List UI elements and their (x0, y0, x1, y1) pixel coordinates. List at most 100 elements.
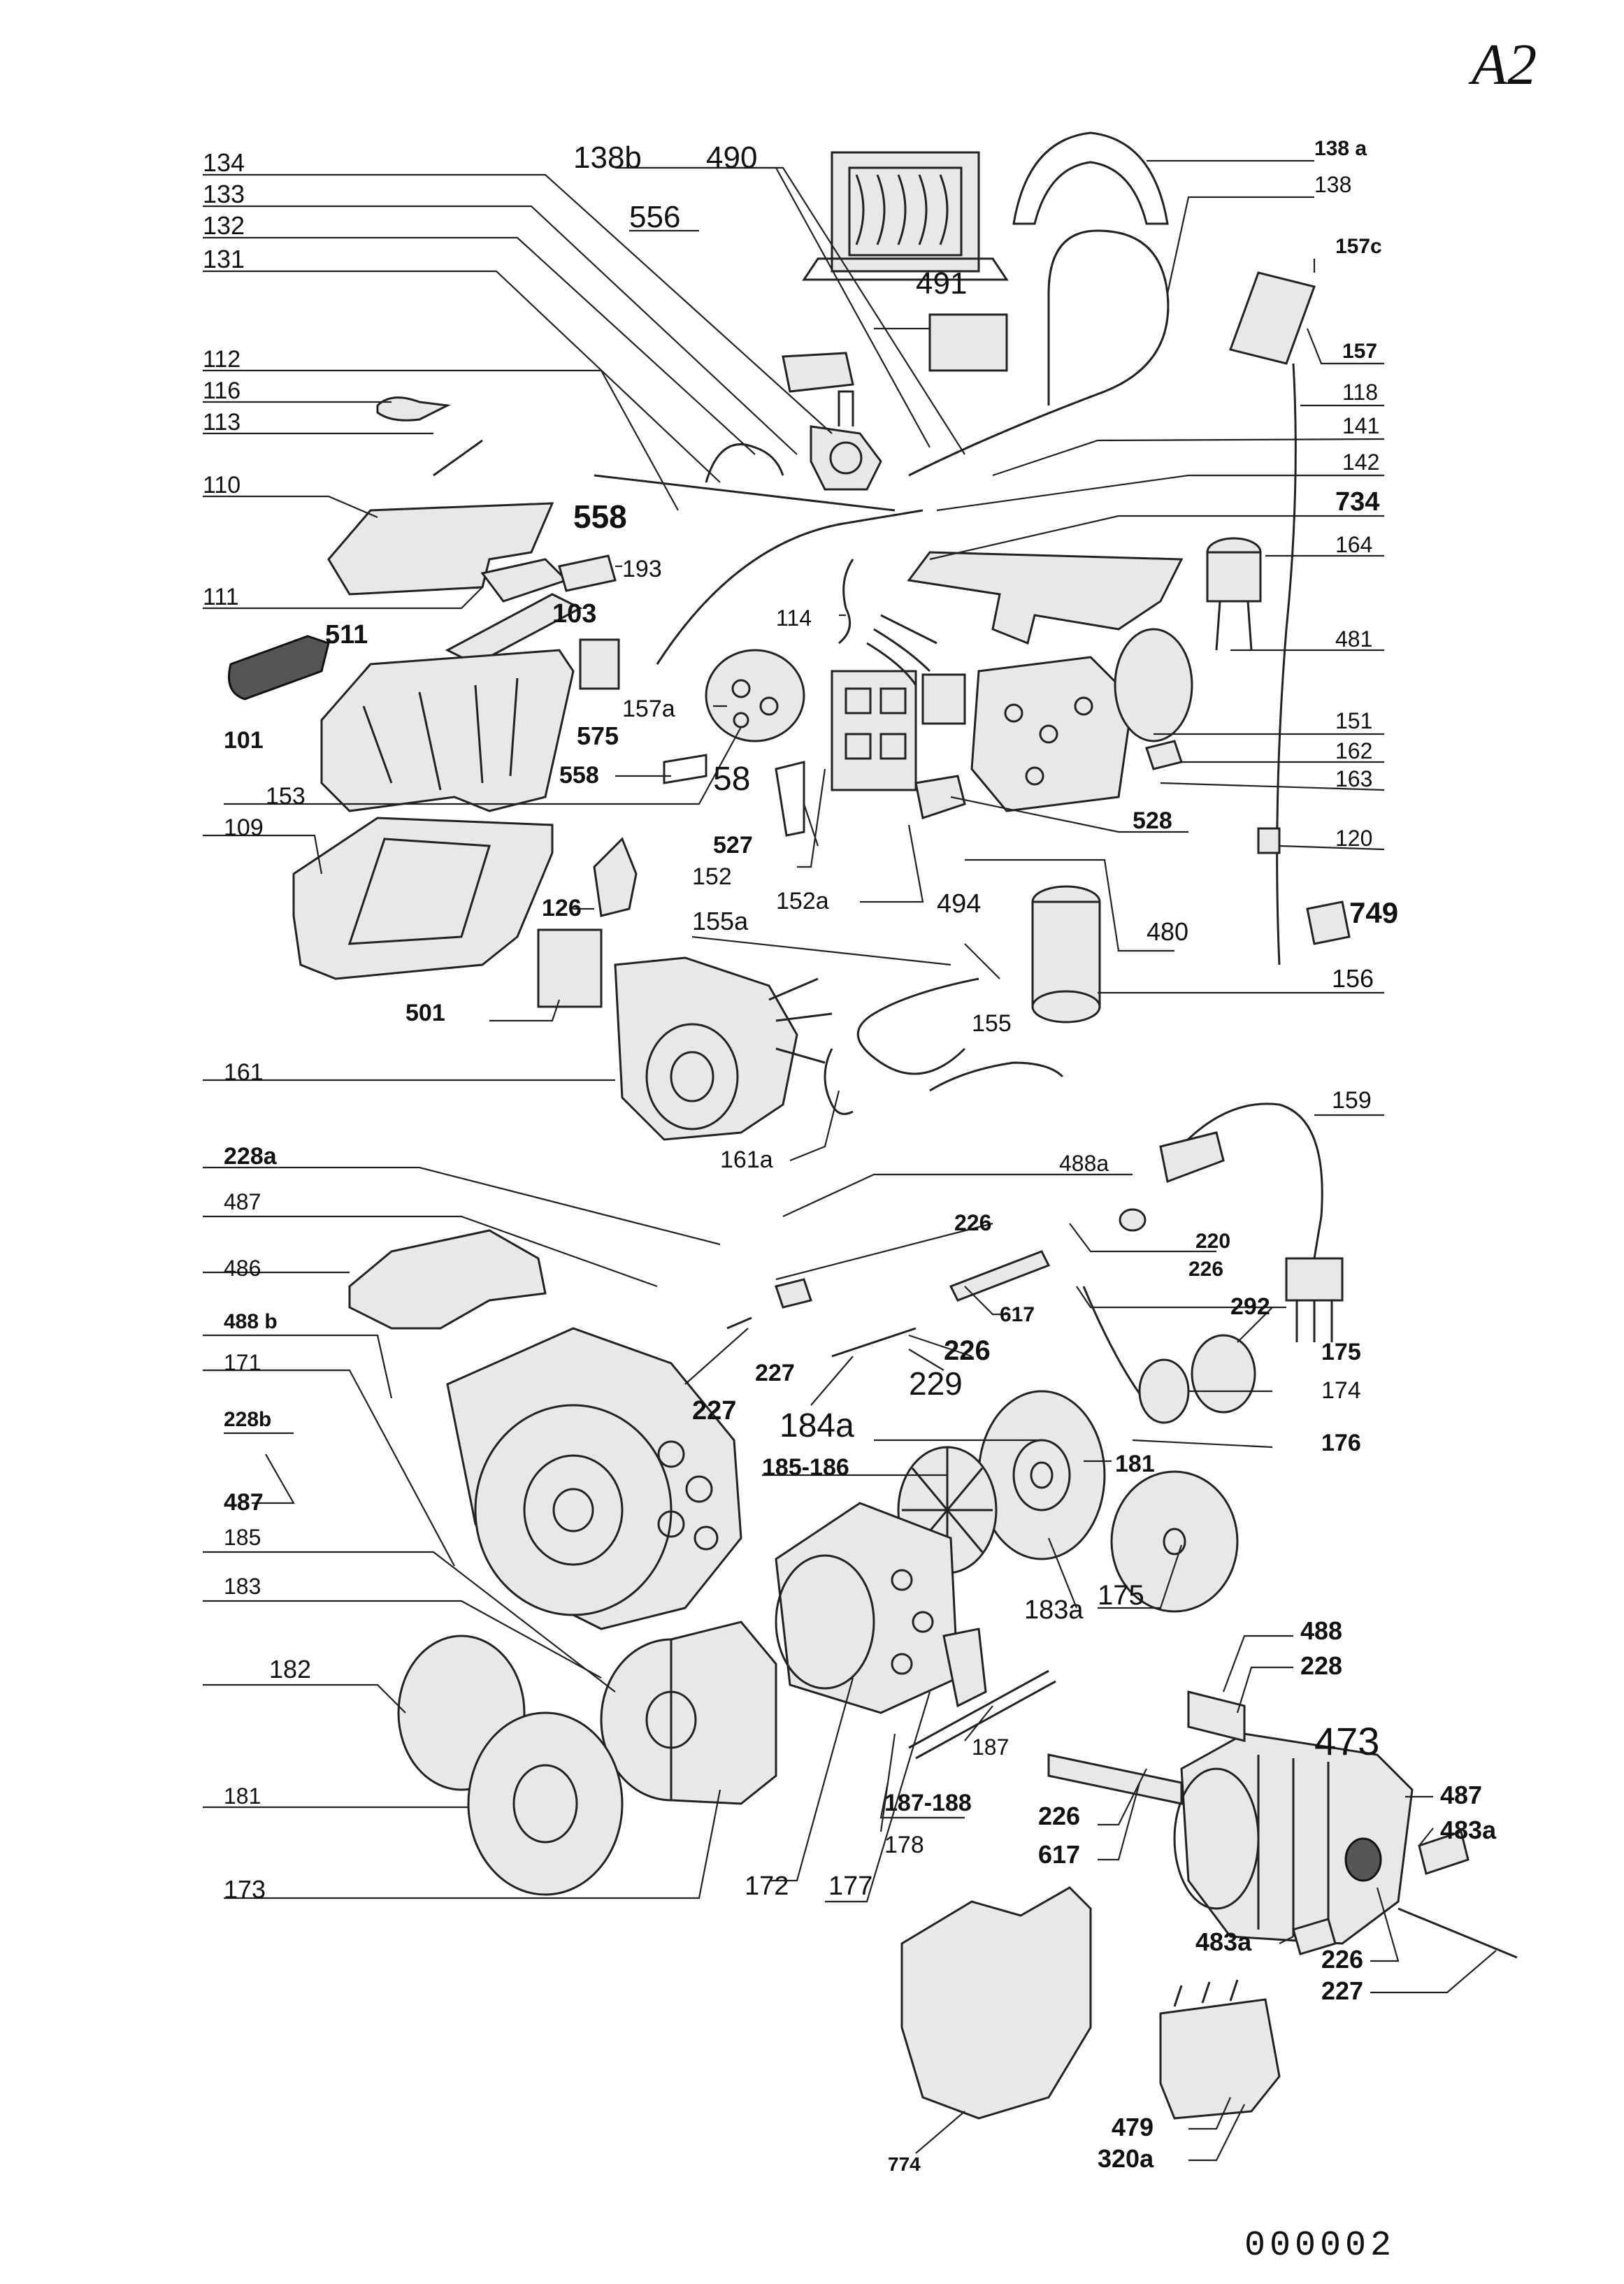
part-142-hose (656, 509, 924, 665)
label-153: 153 (266, 783, 306, 810)
label-161: 161 (224, 1059, 264, 1086)
label-556: 556 (629, 200, 680, 234)
part-483a-sensor-b (1292, 1918, 1337, 1955)
label-157c: 157c (1335, 235, 1382, 258)
part-171-motor-housing (446, 1327, 742, 1630)
part-labels: 134 133 132 131 138b 490 556 491 138 a 1… (203, 137, 1497, 2175)
part-227-rod (1397, 1907, 1518, 1959)
part-226-bushing (775, 1278, 812, 1309)
label-142: 142 (1342, 450, 1379, 475)
part-473-motor (1047, 1732, 1414, 1945)
part-151-timer (970, 628, 1193, 812)
part-138-hose (908, 229, 1170, 477)
part-511-handle (228, 635, 330, 701)
part-116-bracket (376, 396, 452, 422)
label-491: 491 (916, 266, 967, 301)
label-156: 156 (1332, 964, 1374, 993)
label-175-a: 175 (1321, 1339, 1361, 1365)
label-488a: 488a (1059, 1151, 1109, 1176)
part-556-clip (782, 352, 854, 393)
part-229-rod (831, 1327, 917, 1358)
part-227-pin (726, 1316, 752, 1330)
label-473: 473 (1314, 1719, 1379, 1763)
part-110-cover (327, 502, 554, 596)
label-226-b: 226 (1188, 1258, 1223, 1281)
label-494: 494 (937, 889, 981, 919)
label-487-b: 487 (224, 1489, 264, 1516)
part-749-clamp (1306, 900, 1351, 945)
label-134: 134 (203, 148, 245, 177)
part-575-sheet (579, 638, 620, 690)
part-156-capacitor (1031, 885, 1101, 1024)
label-178: 178 (884, 1832, 924, 1858)
label-483a-a: 483a (1440, 1816, 1497, 1844)
part-133-hose (705, 443, 784, 483)
label-183: 183 (224, 1574, 261, 1599)
label-116: 116 (203, 378, 240, 404)
label-157: 157 (1342, 340, 1377, 363)
label-103: 103 (552, 599, 596, 629)
label-228b: 228b (224, 1408, 271, 1431)
part-113-rod (433, 439, 483, 477)
label-131: 131 (203, 245, 245, 273)
label-181-b: 181 (224, 1783, 261, 1809)
label-227-c: 227 (1321, 1976, 1363, 2005)
part-drawings (228, 131, 1518, 2120)
label-480: 480 (1147, 917, 1188, 946)
part-159-power-cord (1159, 1103, 1344, 1342)
part-774-cover (900, 1886, 1092, 2120)
label-501: 501 (405, 1000, 445, 1026)
part-734-cover (907, 551, 1184, 645)
part-483a-sensor-a (1418, 1830, 1469, 1875)
label-228: 228 (1300, 1651, 1342, 1680)
label-132: 132 (203, 211, 245, 240)
part-501-bracket (537, 928, 603, 1008)
label-734: 734 (1335, 487, 1379, 517)
leader-lines (203, 159, 1497, 2162)
label-490: 490 (706, 141, 757, 175)
part-101-drawer (320, 649, 575, 812)
label-138b: 138b (573, 141, 642, 175)
label-226-d: 226 (1038, 1802, 1080, 1830)
part-157-cable (1276, 363, 1297, 965)
label-483a-b: 483a (1195, 1927, 1252, 1956)
part-181-shield (467, 1711, 624, 1896)
part-617-shaft (949, 1250, 1051, 1302)
label-227-b: 227 (692, 1396, 736, 1425)
part-157c-filter (1229, 271, 1316, 365)
label-141: 141 (1342, 413, 1379, 438)
part-486-frame (348, 1229, 547, 1330)
label-112: 112 (203, 346, 240, 373)
part-162-clip (1145, 740, 1183, 770)
label-110: 110 (203, 472, 240, 498)
part-175-pulley-b (1110, 1470, 1239, 1613)
label-226-e: 226 (1321, 1945, 1363, 1974)
document-number: 000002 (1244, 2226, 1395, 2266)
label-172: 172 (745, 1872, 789, 1901)
part-120-clamp (1257, 827, 1281, 854)
label-228a: 228a (224, 1143, 278, 1170)
label-226-c: 226 (944, 1335, 991, 1366)
label-185: 185 (224, 1525, 261, 1550)
part-164-capacitor (1206, 537, 1262, 651)
part-126-clip (593, 837, 638, 917)
label-486: 486 (224, 1256, 261, 1281)
label-173: 173 (224, 1875, 266, 1904)
label-151: 151 (1335, 708, 1372, 733)
part-138a-hanger (1012, 131, 1169, 225)
label-113: 113 (203, 409, 240, 436)
label-174: 174 (1321, 1377, 1361, 1404)
label-138a: 138 a (1314, 137, 1367, 160)
label-114: 114 (776, 605, 812, 631)
label-527: 527 (713, 832, 753, 859)
label-164: 164 (1335, 532, 1372, 557)
label-617-a: 617 (1000, 1303, 1035, 1326)
part-161-pump (614, 956, 833, 1141)
part-184a-end-plate (977, 1390, 1106, 1560)
part-479-terminal-block (1159, 1979, 1281, 2120)
label-558-a: 558 (573, 498, 627, 535)
part-528-switch (914, 775, 966, 819)
label-155a: 155a (692, 907, 749, 935)
part-178-clip (942, 1628, 987, 1708)
